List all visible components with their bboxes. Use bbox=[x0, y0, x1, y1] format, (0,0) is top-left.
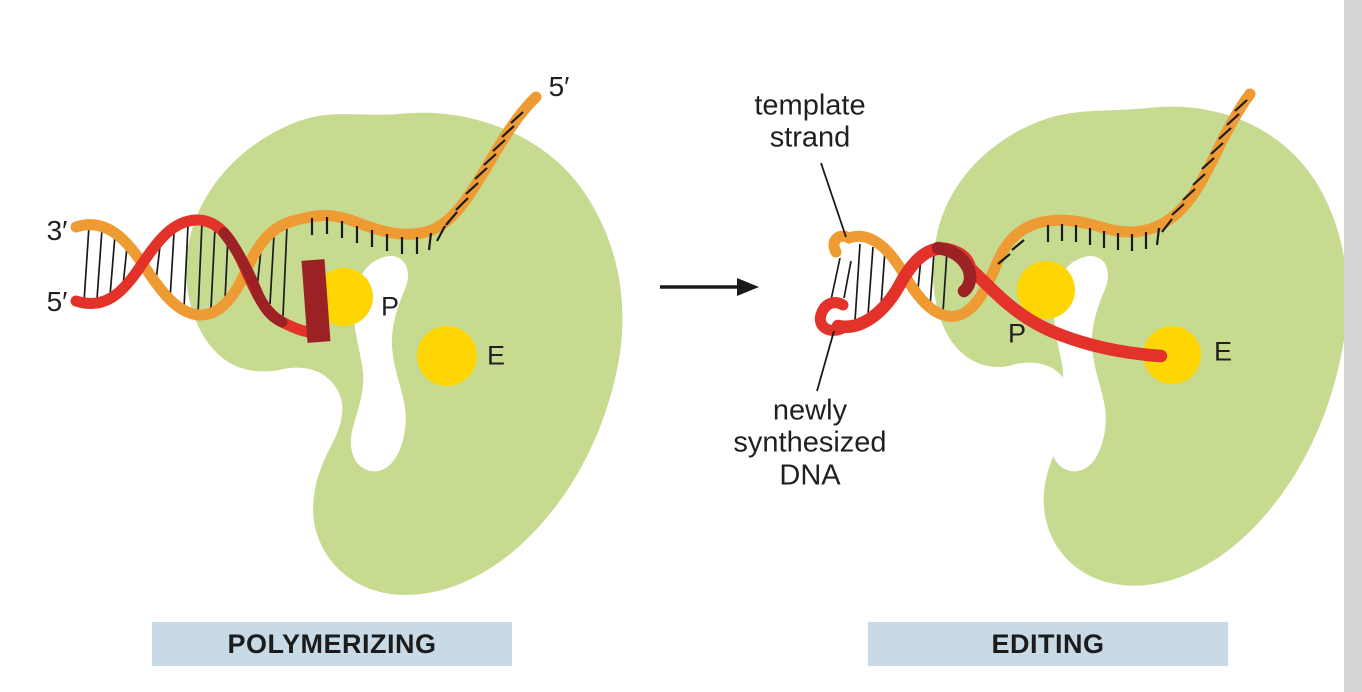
template-strand-right bbox=[828, 88, 1256, 322]
arrow-head bbox=[737, 278, 759, 296]
label-p-site-right: P bbox=[1007, 318, 1027, 349]
scrollbar-track[interactable] bbox=[1344, 0, 1362, 692]
label-e-site-right: E bbox=[1213, 336, 1233, 367]
caption-polymerizing: POLYMERIZING bbox=[152, 622, 512, 666]
enzyme-body-left bbox=[186, 112, 623, 595]
label-e-site-left: E bbox=[486, 340, 506, 371]
panel-editing bbox=[814, 88, 1348, 586]
label-5-prime-left: 5′ bbox=[46, 286, 68, 317]
p-site-circle-right bbox=[1017, 261, 1075, 319]
label-5-prime-template-left: 5′ bbox=[548, 71, 570, 102]
new-strand-shadow-left bbox=[218, 227, 288, 328]
label-template-strand: template strand bbox=[754, 89, 866, 154]
template-strand-pointer-line bbox=[820, 162, 847, 238]
enzyme-body-right bbox=[932, 106, 1348, 586]
panel-polymerizing bbox=[70, 91, 623, 595]
label-3-prime-left: 3′ bbox=[46, 215, 68, 246]
transition-arrow bbox=[660, 278, 759, 296]
e-site-circle-left bbox=[417, 326, 477, 386]
new-strand-shadow-right bbox=[931, 241, 977, 298]
p-site-circle-left bbox=[315, 268, 373, 326]
new-strand-3prime-end-left bbox=[301, 259, 331, 343]
label-newly-synthesized-dna: newly synthesized DNA bbox=[733, 394, 887, 492]
new-strand-pointer-line bbox=[816, 330, 835, 392]
template-base-ticks-left bbox=[310, 111, 524, 254]
new-strand-curl-right bbox=[814, 297, 849, 336]
e-site-circle-right bbox=[1143, 326, 1201, 384]
label-p-site-left: P bbox=[380, 291, 400, 322]
template-base-ticks-right bbox=[997, 99, 1248, 265]
caption-editing: EDITING bbox=[868, 622, 1228, 666]
